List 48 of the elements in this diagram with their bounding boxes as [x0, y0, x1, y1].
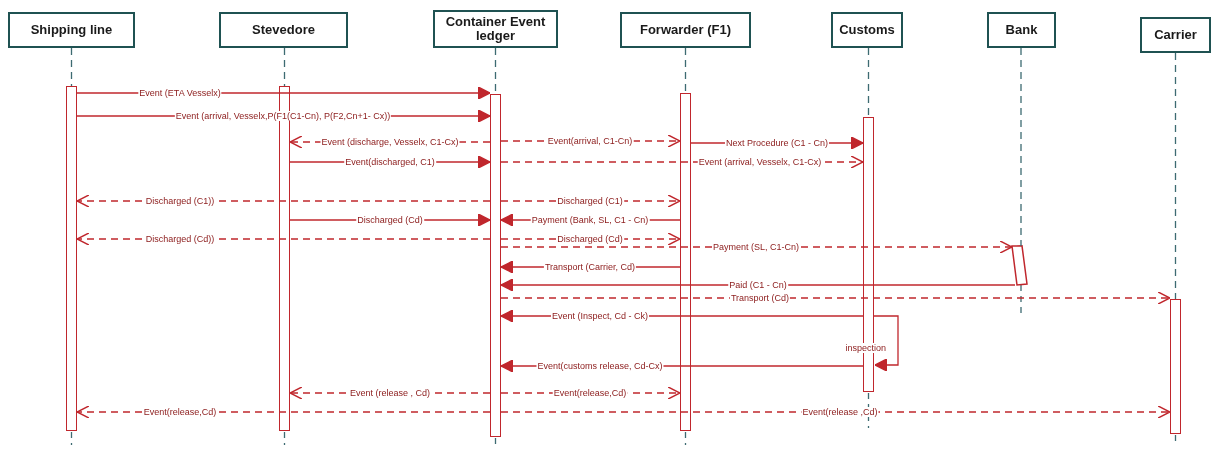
message-label: Event (Inspect, Cd - Ck)	[551, 311, 649, 321]
message-label: Transport (Cd)	[729, 293, 791, 303]
message-label: Paid (C1 - Cn)	[728, 280, 788, 290]
message-label: Event (ETA Vesselx)	[138, 88, 222, 98]
activation-bar	[490, 94, 501, 437]
lifeline	[283, 47, 286, 87]
lifeline-header: Stevedore	[219, 12, 348, 48]
message-arrow	[500, 232, 681, 246]
message-label: Event (discharge, Vesselx, C1-Cx)	[320, 137, 460, 147]
message-label: Event(release,Cd)	[552, 388, 628, 398]
message-label: Transport (Carrier, Cd)	[543, 262, 637, 272]
message-label: Event (arrival, Vesselx,P(F1(C1-Cn), P(F2,Cn+1- Cx))	[174, 111, 392, 121]
message-label: Event(release ,Cd)	[801, 407, 879, 417]
message-label: Payment (Bank, SL, C1 - Cn)	[530, 215, 650, 225]
message-label: Discharged (Cd)	[556, 234, 624, 244]
lifeline-header: Customs	[831, 12, 903, 48]
lifeline	[70, 47, 73, 87]
lifeline-header: Forwarder (F1)	[620, 12, 751, 48]
message-label: Discharged (C1))	[144, 196, 216, 206]
lifeline	[1174, 52, 1177, 300]
activation-bar	[1170, 299, 1181, 434]
message-label: Next Procedure (C1 - Cn)	[725, 138, 829, 148]
message-label: Discharged (Cd)	[356, 215, 424, 225]
message-label: Discharged (Cd))	[144, 234, 216, 244]
message-arrow	[76, 86, 491, 100]
message-label: Event (release , Cd)	[349, 388, 431, 398]
lifeline-header: Shipping line	[8, 12, 135, 48]
activation-bar	[680, 93, 691, 431]
self-message-arrow	[873, 315, 899, 372]
message-label: Payment (SL, C1-Cn)	[712, 242, 800, 252]
lifeline-header: Carrier	[1140, 17, 1211, 53]
message-label: Event(customs release, Cd-Cx)	[536, 361, 664, 371]
message-arrow	[500, 405, 1171, 419]
activation-bar	[1011, 245, 1029, 287]
message-label: Event(release,Cd)	[142, 407, 218, 417]
message-arrow	[500, 291, 1171, 305]
message-label: Event(arrival, C1-Cn)	[546, 136, 634, 146]
lifeline	[1020, 47, 1022, 247]
activation-bar	[66, 86, 77, 431]
message-label: Event (arrival, Vesselx, C1-Cx)	[697, 157, 823, 167]
message-label: Discharged (C1)	[556, 196, 624, 206]
lifeline	[684, 47, 687, 94]
message-label: Event(discharged, C1)	[344, 157, 436, 167]
lifeline-header: Bank	[987, 12, 1056, 48]
message-arrow	[500, 278, 1016, 292]
lifeline	[867, 47, 870, 118]
lifeline-header: Container Event ledger	[433, 10, 558, 48]
message-label: inspection	[844, 342, 887, 353]
